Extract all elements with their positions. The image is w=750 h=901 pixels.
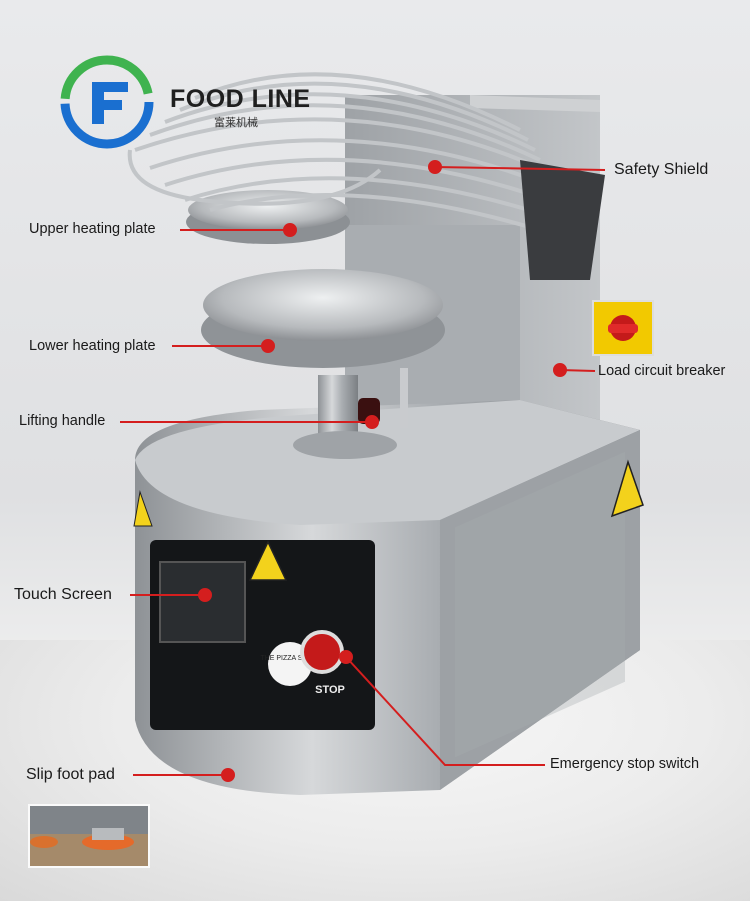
- side-panel: [455, 451, 625, 758]
- label-touch-screen: Touch Screen: [14, 586, 112, 603]
- food-line-logo-icon: [60, 55, 154, 149]
- base-top: [135, 400, 640, 525]
- touch-screen: [159, 561, 246, 643]
- breaker-switch-icon: [602, 310, 644, 346]
- warning-sign-side: [610, 459, 644, 518]
- emergency-stop-button: [300, 630, 344, 674]
- stem-base: [293, 431, 397, 459]
- circuit-breaker-image: [592, 300, 654, 356]
- label-slip-foot-pad: Slip foot pad: [26, 766, 115, 783]
- base-right-side: [440, 430, 640, 790]
- safety-shield: [127, 72, 549, 232]
- callout-dot-emergency-stop: [339, 650, 353, 664]
- callout-line-emergency-stop: [345, 656, 545, 766]
- label-emergency-stop-switch: Emergency stop switch: [550, 756, 700, 772]
- callout-dot-lifting-handle: [365, 415, 379, 429]
- label-safety-shield: Safety Shield: [614, 161, 709, 178]
- callout-dot-slip-foot: [221, 768, 235, 782]
- lower-heating-plate: [203, 269, 443, 341]
- foot-pad-icon: [30, 806, 148, 866]
- column-top: [470, 95, 600, 112]
- panel-sticker-text: THE PIZZA SHOW: [260, 655, 320, 662]
- label-load-circuit-breaker: Load circuit breaker: [598, 363, 726, 379]
- label-upper-heating-plate: Upper heating plate: [29, 221, 156, 237]
- shield-mount: [520, 160, 605, 280]
- guide-rod: [400, 368, 408, 428]
- logo: FOOD LINE 富莱机械: [62, 58, 352, 148]
- callout-line-safety-shield: [434, 166, 606, 171]
- stop-text: STOP: [315, 684, 345, 696]
- warning-sign-left: [133, 490, 153, 527]
- label-lifting-handle: Lifting handle: [19, 413, 106, 429]
- warning-sign-front: [248, 540, 288, 581]
- label-lower-heating-plate: Lower heating plate: [29, 338, 156, 354]
- slip-foot-pad-inset: [28, 804, 150, 868]
- callouts: [120, 160, 606, 782]
- callout-dot-touch-screen: [198, 588, 212, 602]
- logo-subtitle: 富莱机械: [214, 117, 258, 129]
- callout-dot-lower-plate: [261, 339, 275, 353]
- callout-dot-upper-plate: [283, 223, 297, 237]
- callout-dot-safety-shield: [428, 160, 442, 174]
- logo-name: FOOD LINE: [170, 85, 311, 113]
- callout-dot-breaker: [553, 363, 567, 377]
